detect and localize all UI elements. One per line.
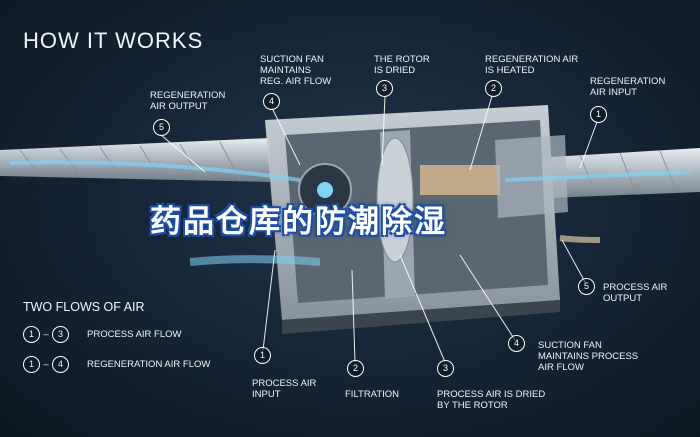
process-output-flow xyxy=(559,235,601,243)
label-filtration: FILTRATION xyxy=(345,389,400,400)
label-process-air-output: PROCESS AIR OUTPUT xyxy=(603,282,668,304)
heater xyxy=(420,165,500,195)
diagram-title: HOW IT WORKS xyxy=(23,28,204,53)
legend-label: REGENERATION AIR FLOW xyxy=(87,359,211,370)
label-regeneration-air-input: REGENERATION AIR INPUT xyxy=(590,76,666,98)
label-process-air-input: PROCESS AIR INPUT xyxy=(252,378,317,400)
legend-to-badge: 3 xyxy=(52,326,69,343)
label-regeneration-air-output: REGENERATION AIR OUTPUT xyxy=(150,90,226,112)
step-5-process-badge: 5 xyxy=(578,278,595,295)
step-1-process-badge: 1 xyxy=(254,347,271,364)
step-2-filtration-badge: 2 xyxy=(347,360,364,377)
label-suction-fan-reg-air: SUCTION FAN MAINTAINS REG. AIR FLOW xyxy=(260,54,332,87)
legend-to-badge: 4 xyxy=(52,356,69,373)
legend-from-badge: 1 xyxy=(23,356,40,373)
left-duct xyxy=(0,138,270,182)
step-3-badge: 3 xyxy=(376,80,393,97)
process-input-flow xyxy=(189,255,321,266)
step-4-badge: 4 xyxy=(263,93,280,110)
label-suction-fan-process: SUCTION FAN MAINTAINS PROCESS AIR FLOW xyxy=(538,340,639,373)
label-process-air-dried: PROCESS AIR IS DRIED BY THE ROTOR xyxy=(437,389,546,411)
regen-output-flow xyxy=(9,160,301,182)
desiccant-rotor xyxy=(376,137,414,263)
banner-overlay-text: 药品仓库的防潮除湿 xyxy=(150,204,447,240)
step-1-badge: 1 xyxy=(590,106,607,123)
step-2-badge: 2 xyxy=(485,80,502,97)
step-5-badge: 5 xyxy=(153,119,170,136)
legend-title: TWO FLOWS OF AIR xyxy=(23,300,145,314)
regen-input-flow xyxy=(504,170,691,182)
label-regeneration-air-heated: REGENERATION AIR IS HEATED xyxy=(485,54,579,76)
label-rotor-is-dried: THE ROTOR IS DRIED xyxy=(374,54,430,76)
legend-from-badge: 1 xyxy=(23,326,40,343)
legend-label: PROCESS AIR FLOW xyxy=(87,329,182,340)
step-4-process-badge: 4 xyxy=(508,335,525,352)
step-3-process-badge: 3 xyxy=(437,360,454,377)
